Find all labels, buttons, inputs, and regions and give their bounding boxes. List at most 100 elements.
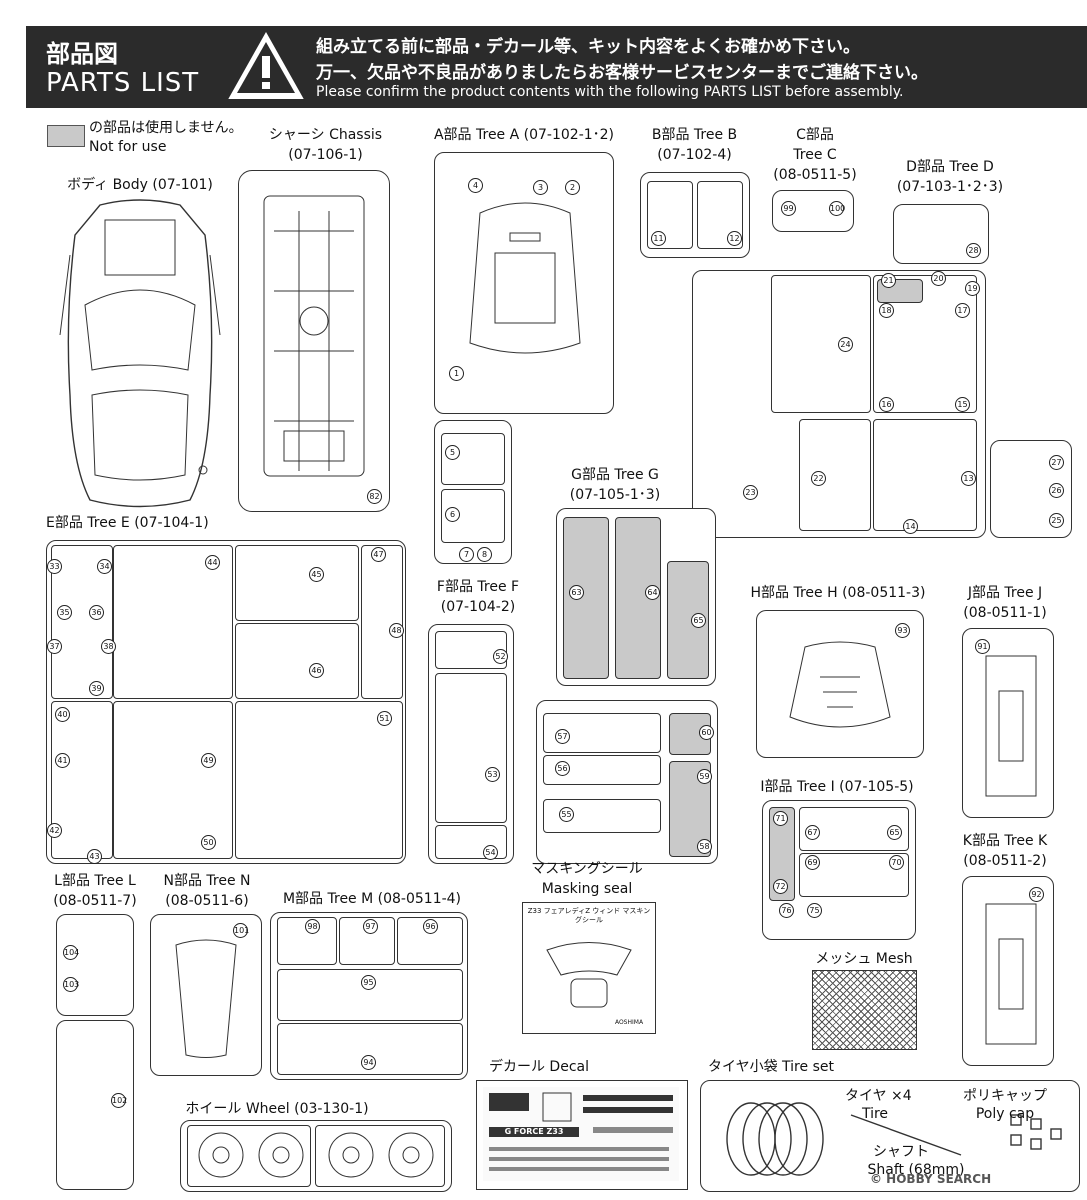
legend-jp: の部品は使用しません。 (89, 120, 243, 136)
part-number: 26 (1049, 483, 1064, 498)
part-number: 4 (468, 178, 483, 193)
tree-c-frame: 99 100 (772, 190, 854, 232)
notice-jp-line-2: 万一、欠品や不良品がありましたらお客様サービスセンターまでご連絡下さい。 (316, 63, 928, 83)
tree-c-code: (08-0511-5) (773, 167, 857, 183)
tire-set-frame: タイヤ ×4 Tire ポリキャップ Poly cap シャフト Shaft (… (700, 1080, 1080, 1192)
part-number: 65 (691, 613, 706, 628)
part-number: 52 (493, 649, 508, 664)
decal-label: デカール Decal (488, 1059, 589, 1075)
watermark: © HOBBY SEARCH (870, 1172, 992, 1186)
part-number: 91 (975, 639, 990, 654)
part-number: 96 (423, 919, 438, 934)
decal-sheet: G FORCE Z33 (476, 1080, 688, 1190)
tree-e-subframe (235, 701, 403, 859)
legend-en: Not for use (89, 139, 167, 155)
header-banner: 部品図 PARTS LIST 組み立てる前に部品・デカール等、キット内容をよくお… (26, 26, 1087, 108)
tree-d-side-frame: 27 26 25 (990, 440, 1072, 538)
part-number: 57 (555, 729, 570, 744)
part-number: 92 (1029, 887, 1044, 902)
tree-c-label-2: Tree C (793, 147, 837, 163)
tree-d-label: D部品 Tree D (906, 159, 994, 175)
mesh-label: メッシュ Mesh (815, 951, 913, 967)
chassis-frame: 82 (238, 170, 390, 512)
part-number: 14 (903, 519, 918, 534)
part-number: 94 (361, 1055, 376, 1070)
tree-e-subframe (235, 623, 359, 699)
tree-f-frame: 52 53 54 (428, 624, 514, 864)
part-number: 6 (445, 507, 460, 522)
part-number: 28 (966, 243, 981, 258)
polycap-label-en: Poly cap (975, 1106, 1035, 1122)
notice-jp-line-1: 組み立てる前に部品・デカール等、キット内容をよくお確かめ下さい。 (316, 37, 860, 57)
part-number: 12 (727, 231, 742, 246)
chassis-code: (07-106-1) (288, 147, 363, 163)
part-number: 43 (87, 849, 102, 864)
tree-e-subframe (51, 701, 113, 859)
part-number: 67 (805, 825, 820, 840)
part-number: 95 (361, 975, 376, 990)
masking-sheet-title: Z33 フェアレディZ ウィンド マスキングシール (527, 907, 651, 924)
chassis-label: シャーシ Chassis (268, 127, 383, 143)
mesh-sheet (812, 970, 917, 1050)
tree-n-frame: 101 (150, 914, 262, 1076)
tree-k-label: K部品 Tree K (962, 833, 1048, 849)
tire-set-label: タイヤ小袋 Tire set (708, 1059, 834, 1075)
part-number: 42 (47, 823, 62, 838)
tree-d-code: (07-103-1･2･3) (896, 179, 1004, 195)
part-number: 47 (371, 547, 386, 562)
part-number: 53 (485, 767, 500, 782)
tire-label-en: Tire (861, 1106, 889, 1122)
shaft-label-jp: シャフト (873, 1144, 929, 1160)
tree-i-label: I部品 Tree I (07-105-5) (760, 779, 914, 795)
masking-label-en: Masking seal (541, 881, 633, 897)
part-number: 65 (887, 825, 902, 840)
tree-a-small-frame: 5 6 7 8 (434, 420, 512, 564)
part-number: 60 (699, 725, 714, 740)
tree-j-label: J部品 Tree J (967, 585, 1043, 601)
part-number: 93 (895, 623, 910, 638)
tree-k-code: (08-0511-2) (963, 853, 1047, 869)
part-number: 55 (559, 807, 574, 822)
part-number: 101 (233, 923, 249, 938)
part-number: 59 (697, 769, 712, 784)
tree-e-subframe (113, 545, 233, 699)
part-number: 21 (881, 273, 896, 288)
tree-j-code: (08-0511-1) (963, 605, 1047, 621)
part-number: 16 (879, 397, 894, 412)
masking-label-jp: マスキングシール (531, 861, 643, 877)
part-number: 82 (367, 489, 382, 504)
tree-c-label: C部品 (796, 127, 834, 143)
part-number: 2 (565, 180, 580, 195)
wheel-frame (180, 1120, 452, 1192)
tree-l-bottom-frame: 102 (56, 1020, 134, 1190)
part-number: 37 (47, 639, 62, 654)
tree-f-label: F部品 Tree F (436, 579, 520, 595)
tree-a-label: A部品 Tree A (07-102-1･2) (433, 127, 615, 143)
part-number: 99 (781, 201, 796, 216)
tree-d-main-frame: 24 23 22 21 20 19 18 17 16 15 14 13 (692, 270, 986, 538)
wheel-subframe (315, 1125, 445, 1187)
body-drawing (59, 199, 221, 508)
tree-j-frame: 91 (962, 628, 1054, 818)
part-number: 20 (931, 271, 946, 286)
part-number: 40 (55, 707, 70, 722)
part-number: 64 (645, 585, 660, 600)
tree-e-frame: 33 34 35 36 37 38 39 40 41 42 43 44 45 4… (46, 540, 406, 864)
tree-n-label: N部品 Tree N (163, 873, 251, 889)
decal-text: G FORCE Z33 (504, 1127, 564, 1136)
part-number: 46 (309, 663, 324, 678)
tree-b-frame: 11 12 (640, 172, 750, 258)
tree-m-label: M部品 Tree M (08-0511-4) (282, 891, 462, 907)
part-number: 11 (651, 231, 666, 246)
part-number: 19 (965, 281, 980, 296)
wheel-label: ホイール Wheel (03-130-1) (185, 1101, 369, 1117)
tree-h-frame: 93 (756, 610, 924, 758)
tree-n-code: (08-0511-6) (165, 893, 249, 909)
part-number: 50 (201, 835, 216, 850)
tree-g-top-frame: 63 64 65 (556, 508, 716, 686)
tree-b-label: B部品 Tree B (651, 127, 738, 143)
part-number: 102 (111, 1093, 127, 1108)
body-label: ボディ Body (07-101) (67, 177, 213, 193)
part-number: 98 (305, 919, 320, 934)
part-number: 38 (101, 639, 116, 654)
